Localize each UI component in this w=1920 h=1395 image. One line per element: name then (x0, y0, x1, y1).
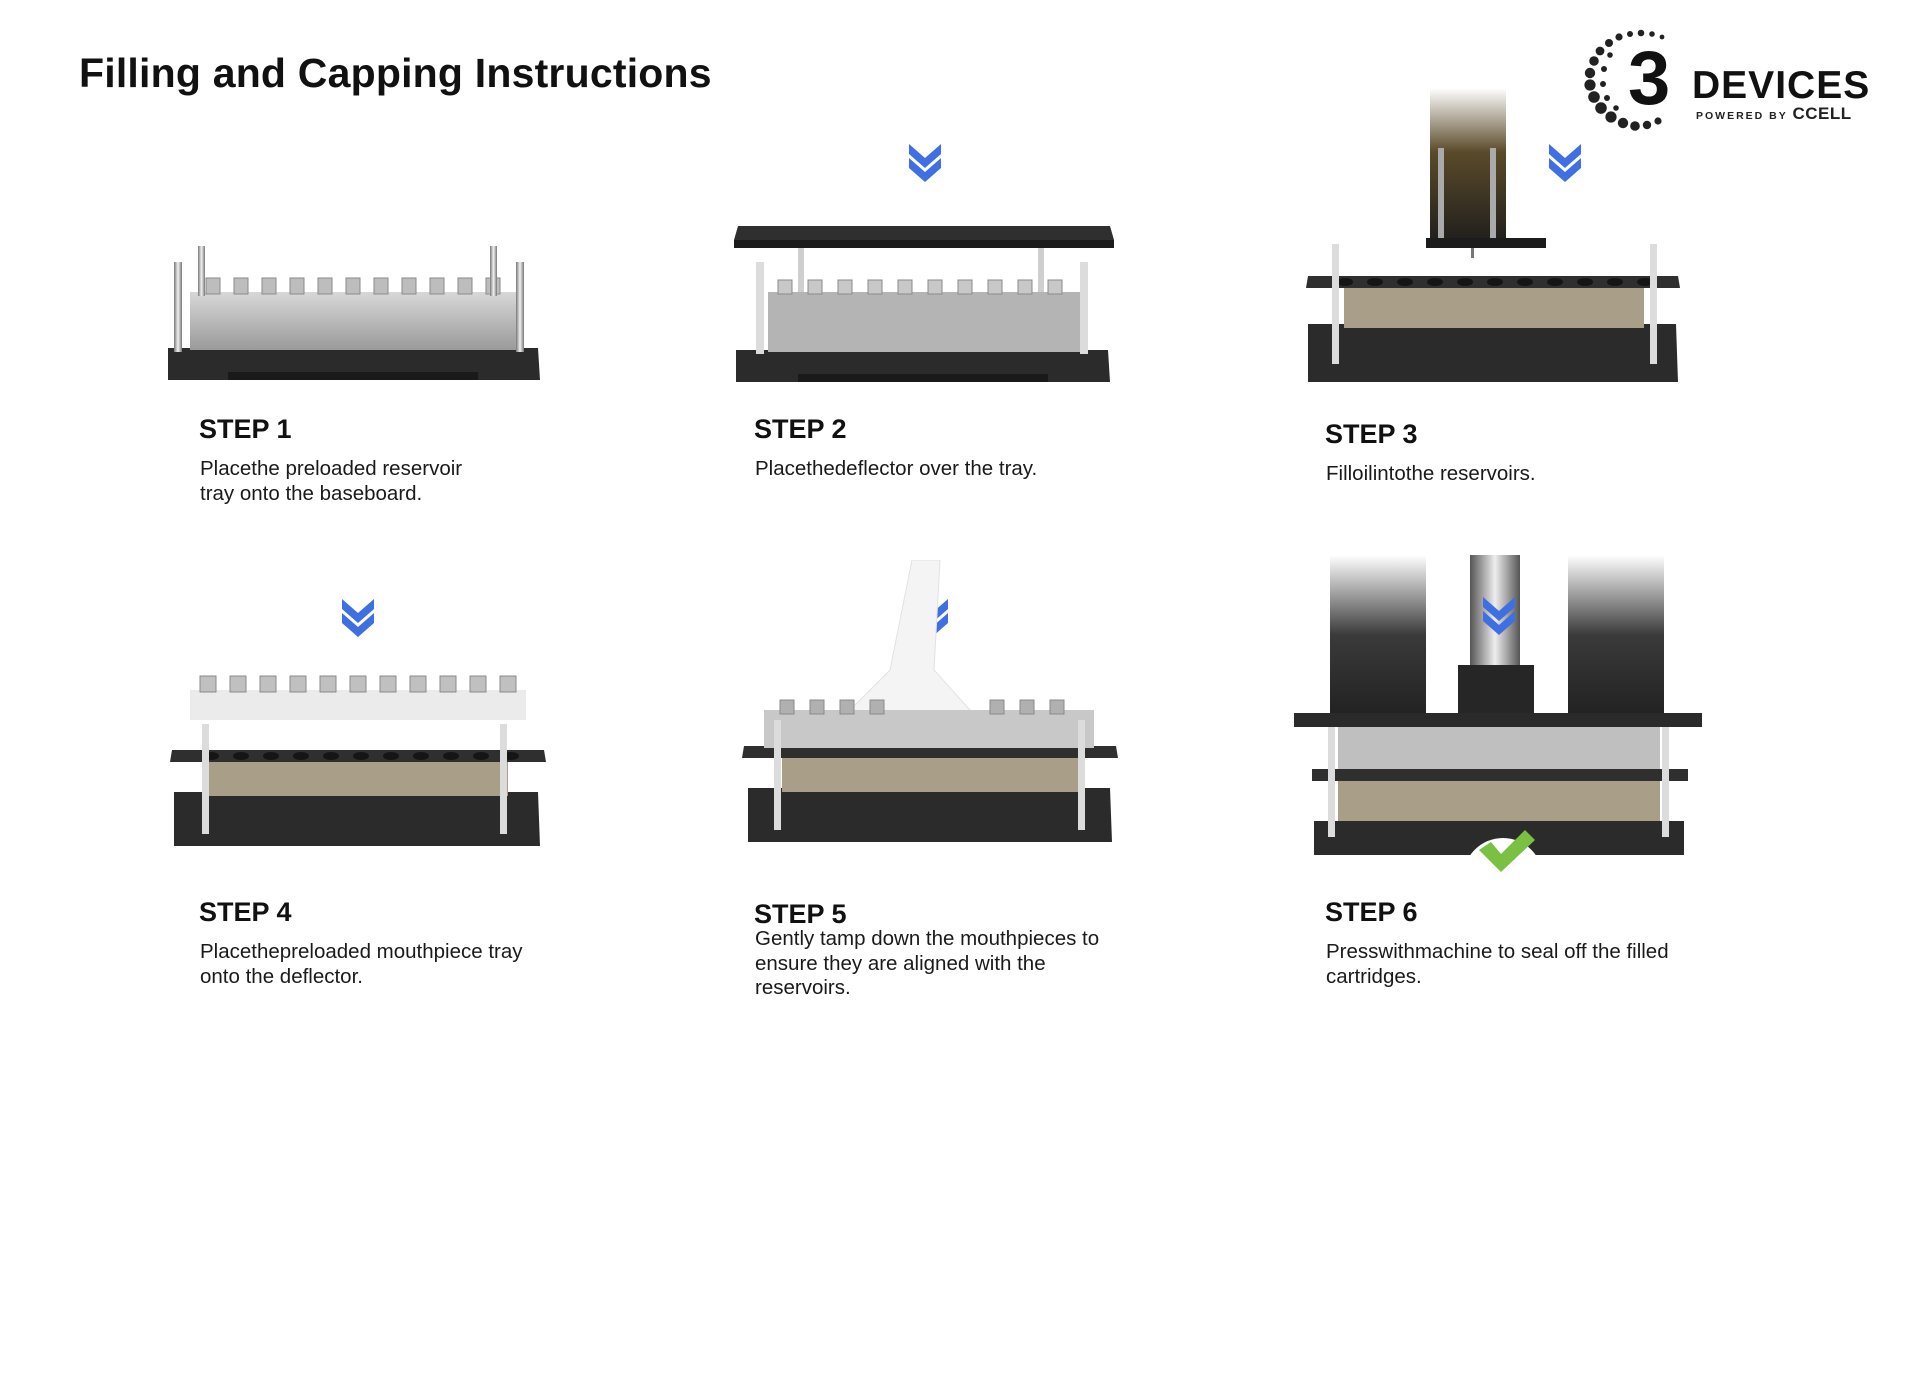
step-4-illustration (166, 670, 556, 860)
step-3-desc: Filloilintothe reservoirs. (1326, 462, 1536, 485)
logo-brand-text: DEVICES (1692, 64, 1871, 107)
step-6-desc: Presswithmachine to seal off the filled … (1326, 940, 1669, 988)
page-title: Filling and Capping Instructions (79, 50, 712, 96)
chevron-double-down-icon (342, 599, 374, 637)
chevron-double-down-icon (909, 144, 941, 182)
step-6-title: STEP 6 (1325, 897, 1418, 927)
hand-shape (848, 559, 972, 719)
step-5: STEP 5 Gently tamp down the mouthpieces … (754, 895, 1234, 1395)
chevron-double-down-icon (1483, 597, 1515, 635)
step-4-desc: Placethepreloaded mouthpiece tray onto t… (200, 940, 523, 988)
step-2-desc: Placethedeflector over the tray. (755, 457, 1038, 480)
step-1: STEP 1 Placethe preloaded reservoir tray… (199, 410, 679, 910)
logo-numeral: 3 (1628, 36, 1670, 121)
step-3: STEP 3 Filloilintothe reservoirs. (1325, 415, 1805, 915)
step-4: STEP 4 Placethepreloaded mouthpiece tray… (199, 893, 679, 1393)
step-3-arrow (1549, 144, 1581, 182)
logo-subtitle: POWERED BY CCELL (1696, 104, 1852, 124)
step-1-desc: Placethe preloaded reservoir tray onto t… (200, 457, 463, 505)
step-6: STEP 6 Presswithmachine to seal off the … (1325, 893, 1805, 1393)
step-2-title: STEP 2 (754, 414, 847, 444)
step-4-arrow (342, 599, 374, 637)
chevron-double-down-icon (1549, 144, 1581, 182)
step-6-illustration (1290, 555, 1710, 890)
step-3-illustration (1300, 88, 1690, 393)
step-2-illustration (728, 222, 1128, 397)
step-1-illustration (168, 240, 548, 395)
step-4-title: STEP 4 (199, 897, 292, 927)
step-5-illustration (740, 559, 1120, 855)
step-3-title: STEP 3 (1325, 419, 1418, 449)
step-5-title: STEP 5 (754, 899, 847, 929)
step-1-title: STEP 1 (199, 414, 292, 444)
step-5-desc: Gently tamp down the mouthpieces to ensu… (755, 927, 1100, 999)
check-icon (1479, 830, 1535, 872)
step-6-arrow (1483, 597, 1515, 635)
step-6-check-badge (1463, 830, 1543, 878)
logo-powered-by: POWERED BY (1696, 110, 1788, 122)
logo-dots-mark: 3 (1584, 29, 1670, 131)
step-2-arrow (909, 144, 941, 182)
logo-partner: CCELL (1792, 104, 1852, 123)
brand-logo: 3 DEVICES POWERED BY CCELL (1570, 24, 1892, 144)
step-2: STEP 2 Placethedeflector over the tray. (754, 410, 1234, 910)
